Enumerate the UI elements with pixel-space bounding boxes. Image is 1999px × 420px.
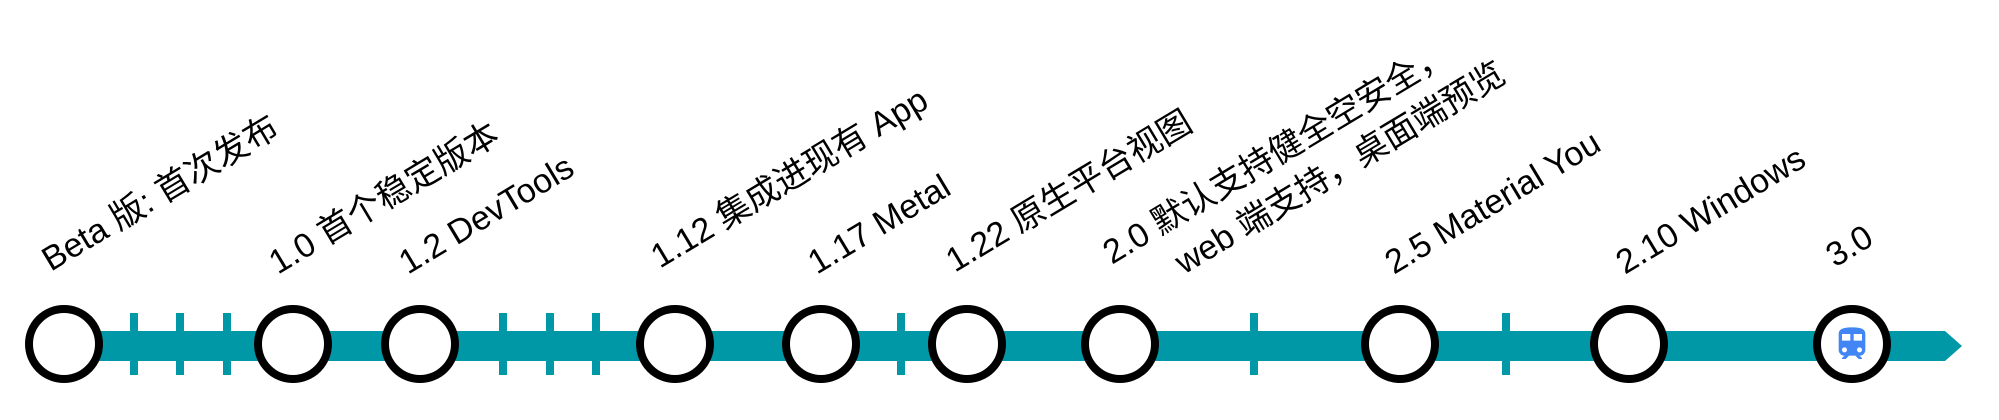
timeline-tick	[176, 313, 184, 375]
milestone-station	[636, 305, 714, 383]
timeline-tick	[499, 313, 507, 375]
timeline-tick	[130, 313, 138, 375]
milestone-station	[1361, 305, 1439, 383]
timeline-tick	[223, 313, 231, 375]
milestone-station	[928, 305, 1006, 383]
timeline-tick	[592, 313, 600, 375]
milestone-station	[381, 305, 459, 383]
timeline-tick	[897, 313, 905, 375]
timeline-arrow-line	[60, 331, 1962, 361]
milestone-station	[254, 305, 332, 383]
timeline-tick	[1502, 313, 1510, 375]
timeline-tick	[1250, 313, 1258, 375]
train-icon	[1838, 327, 1866, 360]
milestone-station	[1590, 305, 1668, 383]
milestone-station	[25, 305, 103, 383]
milestone-station	[782, 305, 860, 383]
timeline-tick	[546, 313, 554, 375]
milestone-station	[1081, 305, 1159, 383]
